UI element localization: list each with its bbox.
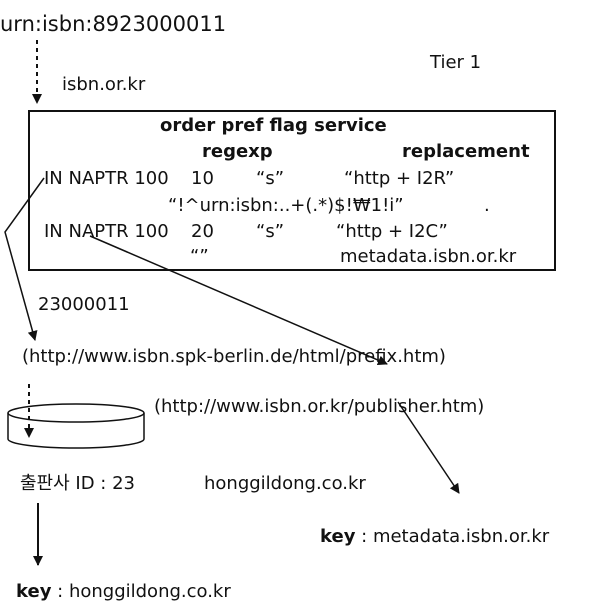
record-replacement: . <box>484 195 490 216</box>
record1-to-prefix-arrow <box>4 177 45 341</box>
key-label: key <box>16 581 52 602</box>
domain-label: isbn.or.kr <box>62 74 146 95</box>
record-service: “http + I2C” <box>336 221 448 242</box>
database-domain: honggildong.co.kr <box>204 473 366 494</box>
record-service: “http + I2R” <box>344 168 455 189</box>
tier-label: Tier 1 <box>430 52 482 73</box>
record-flag: “s” <box>256 168 285 189</box>
record-regexp: “” <box>190 246 209 267</box>
publisher-to-key-arrow <box>397 401 460 494</box>
record-prefix: IN NAPTR 100 <box>44 168 169 189</box>
database-label: 출판사 ID : 23 <box>20 473 135 494</box>
key-publisher: key : honggildong.co.kr <box>16 583 231 601</box>
prefix-url: (http://www.isbn.spk-berlin.de/html/pref… <box>22 346 446 367</box>
record-flag: “s” <box>256 221 285 242</box>
key-value: : metadata.isbn.or.kr <box>355 526 550 547</box>
naptr-record-box <box>28 110 556 271</box>
database-cylinder <box>7 403 145 449</box>
key-label: key <box>320 526 356 547</box>
key-metadata: key : metadata.isbn.or.kr <box>320 528 549 546</box>
extracted-number: 23000011 <box>38 294 130 315</box>
urn-label: urn:isbn:8923000011 <box>0 12 227 36</box>
record-pref: 20 <box>191 221 214 242</box>
column-replacement: replacement <box>402 141 530 162</box>
key-value: : honggildong.co.kr <box>51 581 231 602</box>
record-pref: 10 <box>191 168 214 189</box>
column-regexp: regexp <box>202 141 273 162</box>
box-header: order pref flag service <box>160 115 387 136</box>
record-replacement: metadata.isbn.or.kr <box>340 246 517 267</box>
publisher-url: (http://www.isbn.or.kr/publisher.htm) <box>154 396 485 417</box>
record-regexp: “!^urn:isbn:..+(.*)$!₩1!i” <box>168 195 404 216</box>
record2-to-publisher-arrow <box>89 235 388 366</box>
record-prefix: IN NAPTR 100 <box>44 221 169 242</box>
